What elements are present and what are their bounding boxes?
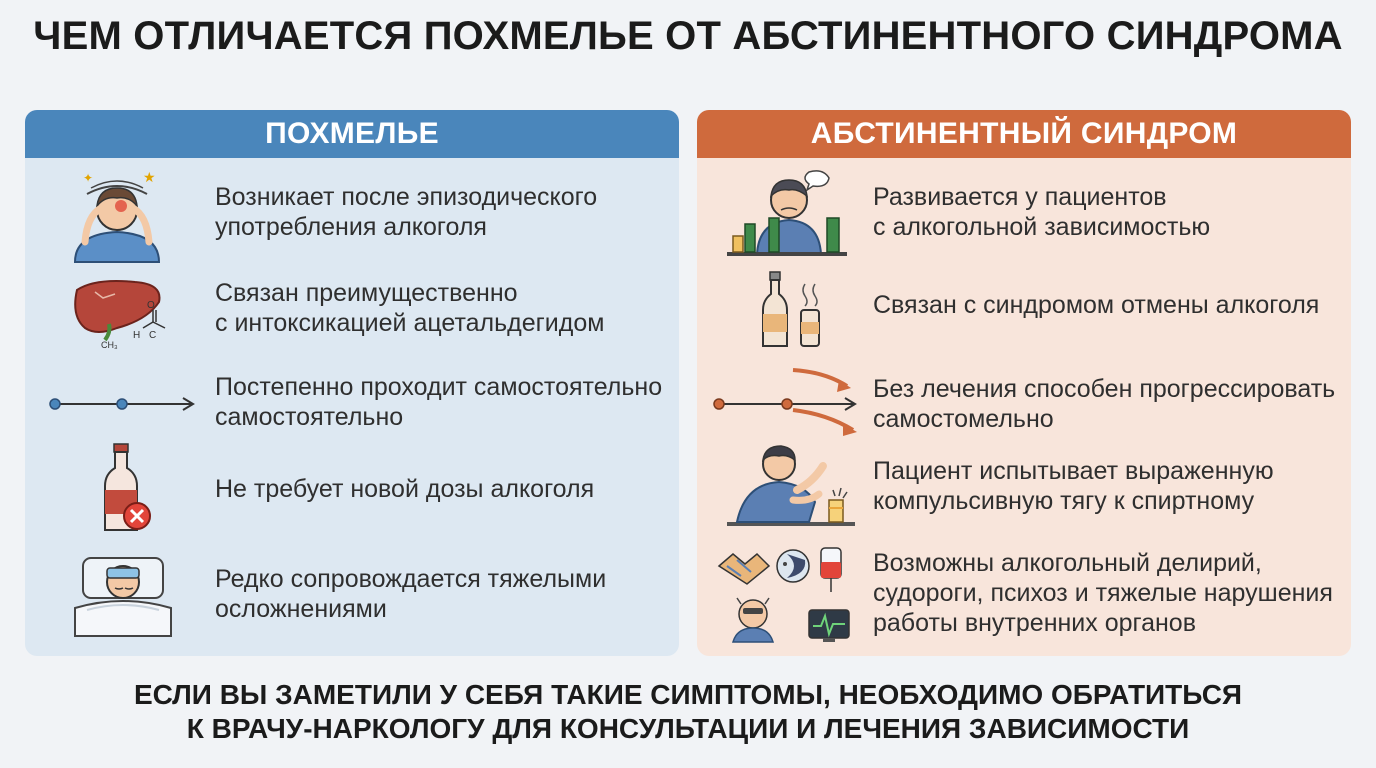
- hangover-item-5: Редко сопровождается тяжелыми осложнения…: [25, 548, 679, 640]
- withdrawal-item-4-text: Пациент испытывает выраженную компульсив…: [873, 457, 1274, 515]
- footer-call-to-action: ЕСЛИ ВЫ ЗАМЕТИЛИ У СЕБЯ ТАКИЕ СИМПТОМЫ, …: [0, 678, 1376, 746]
- timeline-arrow-icon: [25, 368, 205, 438]
- carbon-label: C: [149, 330, 156, 341]
- liver-acetaldehyde-icon: O C H CH₃: [25, 272, 205, 352]
- withdrawal-item-2-text: Связан с синдромом отмены алкоголя: [873, 291, 1320, 319]
- withdrawal-panel: АБСТИНЕНТНЫЙ СИНДРОМ Развивается у пацие…: [697, 110, 1351, 656]
- hangover-panel-header: ПОХМЕЛЬЕ: [25, 110, 679, 158]
- craving-person-icon: [697, 442, 877, 532]
- hangover-item-2-text: Связан преимущественно с интоксикацией а…: [215, 279, 605, 337]
- hangover-item-1: ★ ✦ Возникает после эпизодического употр…: [25, 166, 679, 266]
- footer-line-2: К ВРАЧУ-НАРКОЛОГУ ДЛЯ КОНСУЛЬТАЦИИ И ЛЕЧ…: [186, 713, 1190, 744]
- hangover-item-3-text: Постепенно проходит самостоятельно самос…: [215, 373, 663, 431]
- bottle-no-icon: [25, 442, 205, 536]
- svg-text:★: ★: [143, 169, 156, 185]
- withdrawal-item-3: Без лечения способен прогрессировать сам…: [697, 362, 1351, 442]
- footer-line-1: ЕСЛИ ВЫ ЗАМЕТИЛИ У СЕБЯ ТАКИЕ СИМПТОМЫ, …: [133, 679, 1243, 710]
- hangover-item-4-text: Не требует новой дозы алкоголя: [215, 475, 595, 503]
- person-in-bed-icon: [25, 548, 205, 640]
- hangover-item-2: O C H CH₃ Связан преимущественно с инток…: [25, 272, 679, 352]
- oxygen-label: O: [147, 300, 155, 311]
- progress-arrows-icon: [697, 362, 877, 442]
- hangover-item-5-text: Редко сопровождается тяжелыми осложнения…: [215, 565, 607, 623]
- sad-drinker-icon: [697, 168, 877, 260]
- bottles-withdrawal-icon: [697, 270, 877, 350]
- hydrogen-label: H: [133, 330, 140, 341]
- hangover-item-1-text: Возникает после эпизодического употребле…: [215, 183, 598, 241]
- withdrawal-item-4: Пациент испытывает выраженную компульсив…: [697, 442, 1351, 532]
- methyl-label: CH₃: [101, 340, 118, 350]
- hangover-item-4: Не требует новой дозы алкоголя: [25, 442, 679, 536]
- withdrawal-item-5: Возможны алкогольный делирий, судороги, …: [697, 544, 1351, 644]
- withdrawal-item-1: Развивается у пациентов с алкогольной за…: [697, 168, 1351, 260]
- withdrawal-item-5-text: Возможны алкогольный делирий, судороги, …: [873, 549, 1333, 637]
- withdrawal-item-3-text: Без лечения способен прогрессировать сам…: [873, 375, 1336, 433]
- hangover-panel: ПОХМЕЛЬЕ ★ ✦ Возникает после эпизодическ…: [25, 110, 679, 656]
- withdrawal-item-1-text: Развивается у пациентов с алкогольной за…: [873, 183, 1211, 241]
- page-title: ЧЕМ ОТЛИЧАЕТСЯ ПОХМЕЛЬЕ ОТ АБСТИНЕНТНОГО…: [33, 14, 1343, 58]
- hangover-item-3: Постепенно проходит самостоятельно самос…: [25, 368, 679, 438]
- withdrawal-item-2: Связан с синдромом отмены алкоголя: [697, 270, 1351, 350]
- svg-text:✦: ✦: [83, 171, 93, 185]
- headache-person-icon: ★ ✦: [25, 166, 205, 266]
- complications-icons: [697, 544, 877, 644]
- withdrawal-panel-header: АБСТИНЕНТНЫЙ СИНДРОМ: [697, 110, 1351, 158]
